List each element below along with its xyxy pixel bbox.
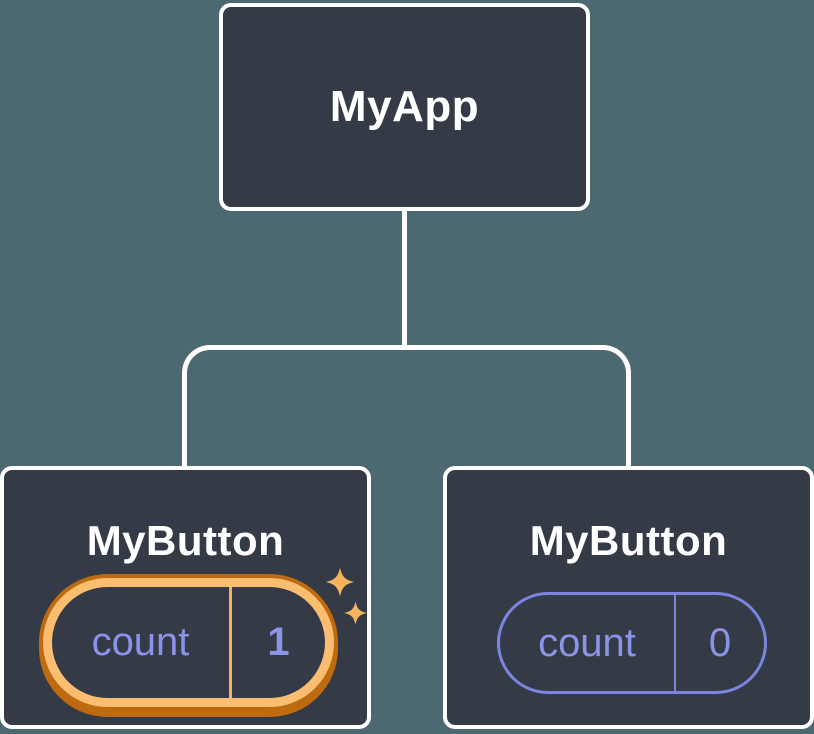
state-pill-normal: count 0 [497, 592, 767, 694]
state-pill-highlighted: count 1 [43, 578, 334, 707]
component-node-child-normal: MyButton count 0 [443, 466, 814, 729]
root-node-label: MyApp [329, 82, 480, 131]
child-node-label: MyButton [86, 517, 285, 564]
state-name-label: count [538, 620, 636, 665]
component-node-child-highlighted: MyButton count 1 [0, 466, 371, 729]
connector-trunk-line [402, 209, 407, 347]
state-pill-divider [674, 595, 676, 691]
sparkle-icon-small [343, 601, 368, 625]
connector-branch-bracket [182, 345, 631, 467]
component-node-root: MyApp [219, 3, 590, 211]
state-pill-divider [229, 587, 232, 698]
state-name-label: count [91, 620, 190, 664]
child-node-label: MyButton [529, 517, 728, 564]
state-value: 1 [267, 620, 290, 664]
state-value: 0 [708, 620, 732, 665]
sparkle-icon-large [325, 564, 355, 600]
